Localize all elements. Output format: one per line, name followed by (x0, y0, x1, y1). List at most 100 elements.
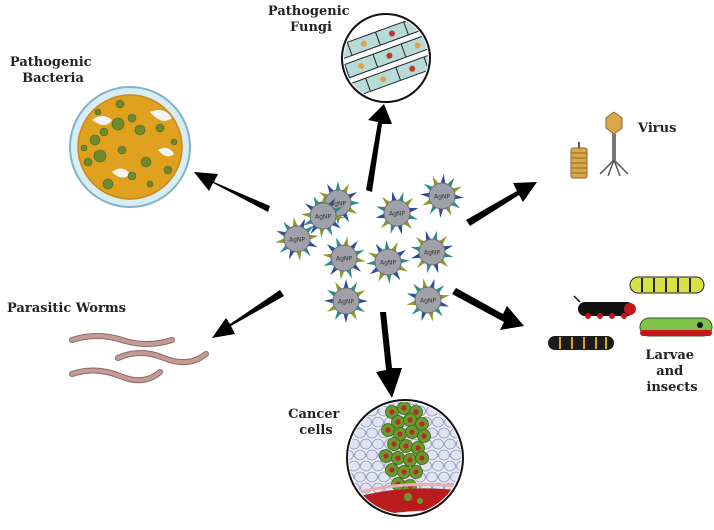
cancer-cells-icon (337, 395, 474, 517)
nanoparticle-label: AgNP (434, 194, 450, 201)
nanoparticle: AgNP (322, 236, 366, 280)
label-virus-line-1: Virus (637, 121, 676, 136)
cancer-cell-nucleus (409, 429, 415, 435)
normal-cell (349, 405, 354, 417)
label-cancer-cells: Cancer cells (288, 407, 344, 438)
nanoparticle-core (428, 182, 456, 210)
normal-cell (337, 461, 348, 471)
nanoparticle-spike (343, 236, 349, 247)
normal-cell (450, 493, 461, 505)
nanoparticle-spike (407, 207, 419, 213)
nanoparticle-spike (343, 279, 349, 290)
normal-cell (444, 438, 456, 450)
label-virus: Virus (637, 121, 676, 136)
normal-cell (438, 449, 450, 461)
nanoparticle-spike (442, 252, 454, 258)
nanoparticle-spike (410, 246, 422, 252)
parasitic-worms-icon (69, 333, 209, 384)
nanoparticle-core (283, 225, 311, 253)
normal-cell (354, 405, 366, 417)
bacteriophage-icon (599, 111, 629, 177)
normal-cell (337, 395, 348, 405)
nanoparticle-spike (343, 312, 349, 323)
nanoparticle-spike (386, 273, 392, 284)
nanoparticle: AgNP (420, 174, 464, 218)
cancer-cell-nucleus (389, 409, 395, 415)
cancer-cell-nucleus (421, 433, 427, 439)
label-larvae-line-1: Larvae (645, 348, 694, 363)
nanoparticle-spike (349, 200, 360, 206)
label-pathogenic-fungi: Pathogenic Fungi (268, 4, 354, 35)
cancer-cell-nucleus (413, 409, 419, 415)
nanoparticle-spike (422, 278, 428, 290)
normal-cell (450, 449, 461, 461)
caterpillar-green-icon (639, 317, 713, 337)
normal-cell (366, 449, 378, 461)
label-bacteria-line-2: Bacteria (22, 71, 84, 86)
nanoparticle-spike (420, 192, 431, 198)
nanoparticle-spike (335, 181, 341, 192)
normal-cell (432, 402, 444, 406)
normal-cell (349, 460, 360, 472)
cancer-cell-nucleus (391, 441, 397, 447)
label-bacteria-line-1: Pathogenic (10, 55, 92, 70)
nanoparticle: AgNP (301, 194, 345, 238)
normal-cell (456, 416, 461, 428)
nanoparticle-spike (301, 212, 312, 218)
nanoparticle-spike (366, 260, 377, 266)
nanoparticle: AgNP (406, 278, 450, 322)
nanoparticle-spike (324, 298, 335, 304)
arrow-to-bacteria (194, 172, 270, 212)
normal-cell (444, 460, 456, 472)
nanoparticle-spike (357, 298, 368, 304)
nanoparticle-label: AgNP (330, 201, 346, 208)
caterpillar-yellow-icon (629, 276, 705, 294)
normal-cell (366, 427, 378, 439)
helical-virus-icon (570, 142, 588, 179)
nanoparticle-core (374, 248, 402, 276)
normal-cell (438, 427, 450, 439)
cancer-cell-nucleus (419, 421, 425, 427)
nanoparticle-label: AgNP (389, 211, 405, 218)
nanoparticle-spike (453, 194, 464, 200)
arrow-to-fungi (366, 104, 392, 192)
nanoparticle: AgNP (324, 279, 368, 323)
normal-cell (337, 483, 348, 493)
nanoparticle: AgNP (366, 240, 410, 284)
nanoparticle-spike (384, 240, 390, 251)
normal-cell (432, 416, 444, 428)
label-cancer-line-1: Cancer (288, 407, 339, 422)
fungi-hyphae-icon (341, 13, 431, 103)
nanoparticle-spike (438, 294, 450, 300)
normal-cell (349, 402, 360, 406)
nanoparticle-label: AgNP (336, 256, 352, 263)
normal-cell (432, 460, 444, 472)
normal-cell (366, 471, 378, 483)
nanoparticle-spike (438, 207, 444, 218)
nanoparticle-spike (375, 213, 387, 219)
arrows-group (194, 104, 537, 398)
cancer-cell-nucleus (403, 443, 409, 449)
bacteria-petri-dish-icon (69, 86, 191, 208)
label-fungi-line-1: Pathogenic (268, 4, 350, 19)
nanoparticle-core (383, 199, 411, 227)
normal-cell (456, 482, 461, 494)
normal-cell (456, 460, 461, 472)
normal-cell (372, 438, 384, 450)
nanoparticle-spike (399, 258, 410, 264)
normal-cell (354, 471, 366, 483)
normal-cell (463, 450, 474, 460)
nanoparticle-spike (292, 217, 298, 228)
cancer-cell-nucleus (407, 417, 413, 423)
arrow-to-larvae (452, 288, 524, 330)
nanoparticle-spike (322, 253, 333, 259)
cancer-cell-nucleus (395, 419, 401, 425)
larvae-caterpillars-icon (548, 276, 713, 350)
nanoparticle-spike (391, 191, 397, 203)
nanoparticle-spike (432, 230, 438, 242)
cancer-cell-nucleus (407, 457, 413, 463)
nanoparticle-spike (426, 262, 432, 274)
normal-cell (456, 402, 461, 406)
